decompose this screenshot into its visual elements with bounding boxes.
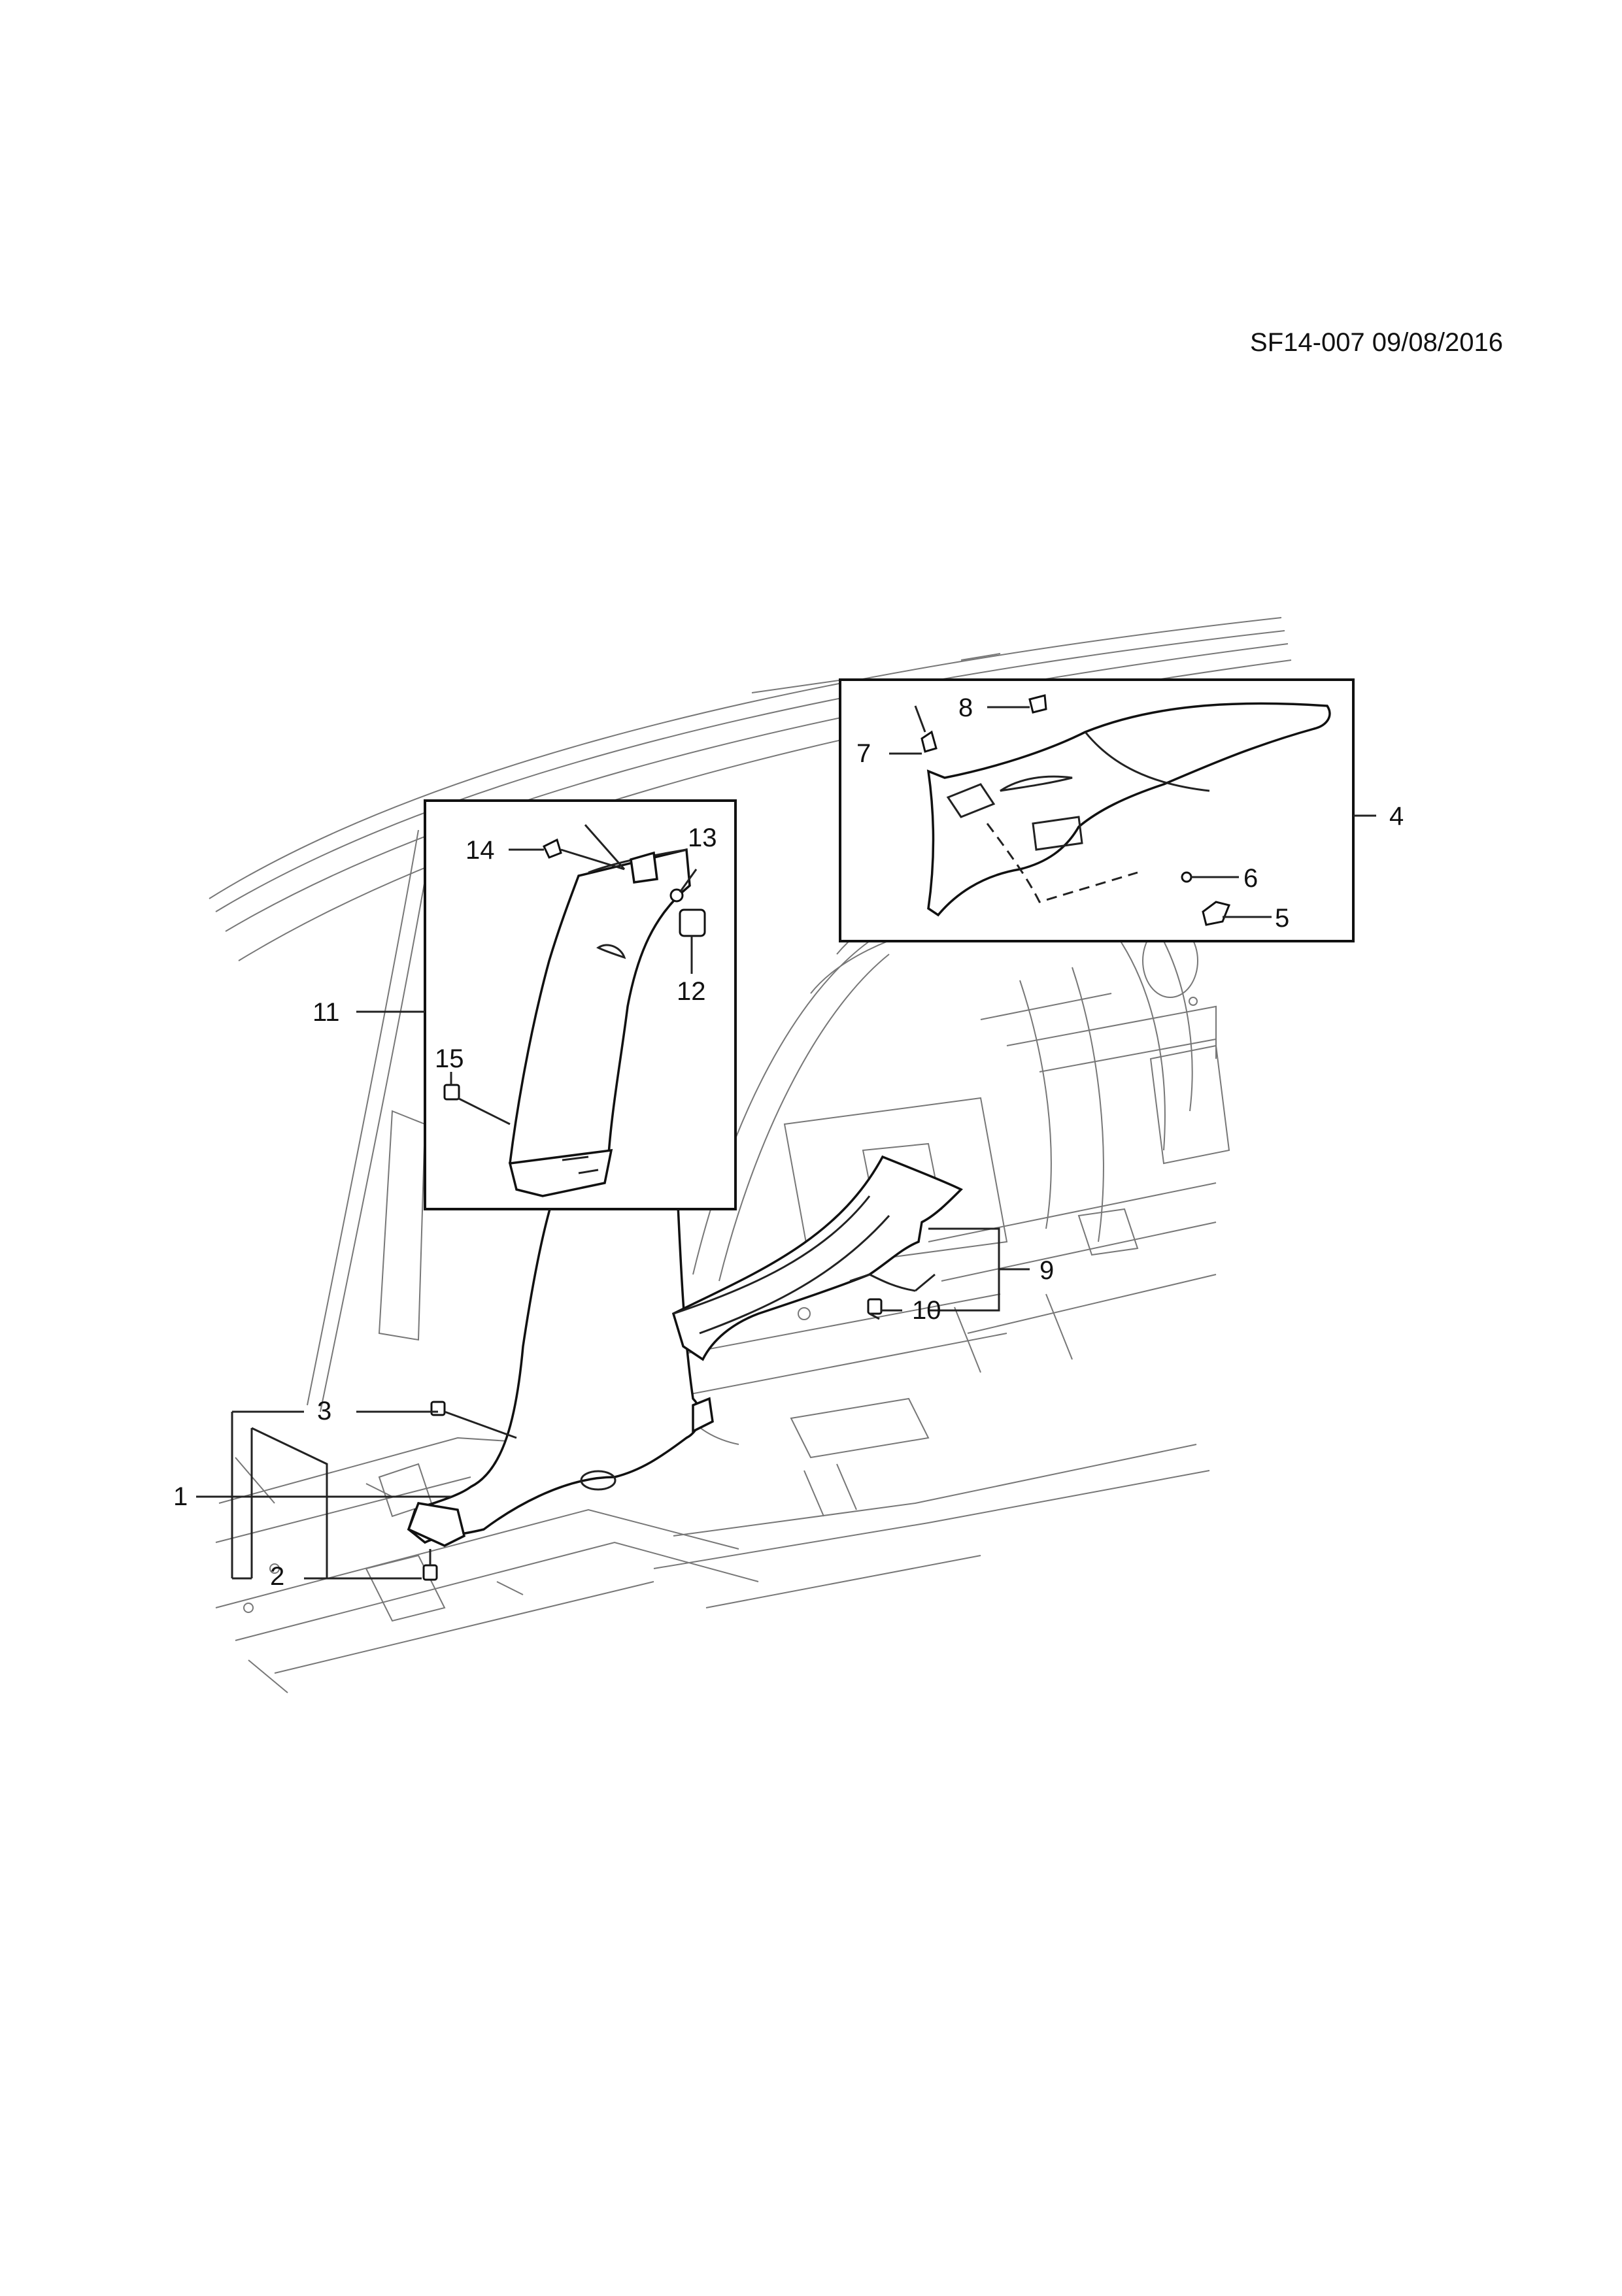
callout-14: 14 bbox=[465, 836, 495, 865]
callout-15: 15 bbox=[435, 1044, 464, 1073]
callout-1: 1 bbox=[173, 1482, 188, 1511]
b-pillar-lower-trim bbox=[407, 1122, 714, 1547]
callout-5: 5 bbox=[1275, 904, 1289, 933]
callout-6: 6 bbox=[1243, 864, 1258, 893]
callout-7: 7 bbox=[856, 739, 871, 768]
clip-3 bbox=[430, 1401, 517, 1439]
clip-10 bbox=[867, 1298, 883, 1320]
reference-code: SF14-007 09/08/2016 bbox=[1250, 328, 1503, 357]
sill-plate bbox=[671, 1155, 963, 1361]
vehicle-body-outline bbox=[209, 617, 1292, 1693]
callout-13: 13 bbox=[688, 824, 717, 852]
callout-10: 10 bbox=[912, 1296, 941, 1325]
callout-8: 8 bbox=[958, 693, 973, 722]
clip-2 bbox=[422, 1549, 438, 1581]
callout-labels: 1 2 3 4 5 6 7 8 9 10 11 12 13 14 15 bbox=[173, 693, 1404, 1591]
callout-2: 2 bbox=[270, 1562, 284, 1591]
callout-3: 3 bbox=[317, 1397, 331, 1425]
callout-11: 11 bbox=[313, 998, 340, 1027]
callout-9: 9 bbox=[1039, 1256, 1054, 1285]
detail-box-4 bbox=[839, 678, 1355, 942]
leader-lines bbox=[196, 706, 1376, 1580]
detail-box-11 bbox=[424, 799, 737, 1210]
callout-12: 12 bbox=[677, 977, 706, 1006]
callout-4: 4 bbox=[1389, 802, 1404, 831]
